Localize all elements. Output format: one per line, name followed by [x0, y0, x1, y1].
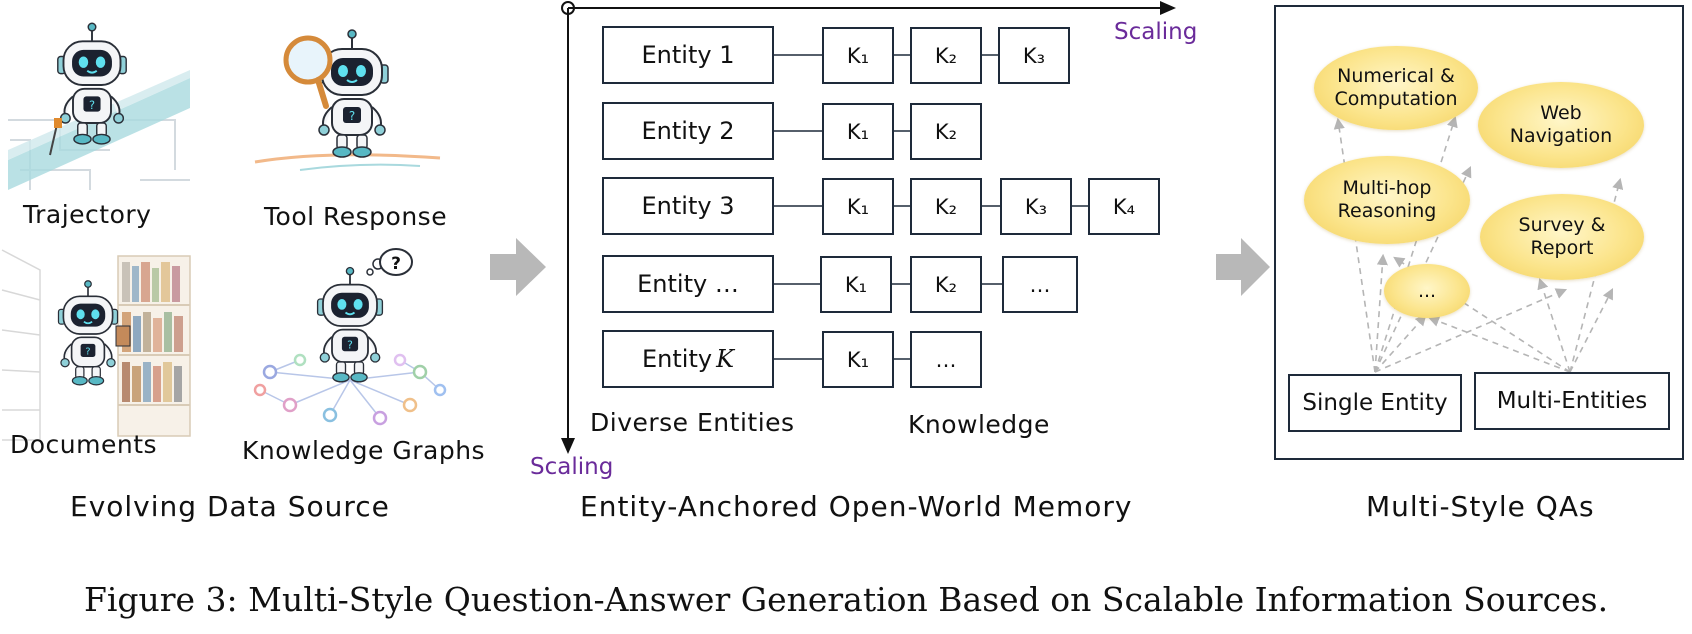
trajectory-label: Trajectory [23, 200, 152, 229]
knowledge-graphs-label: Knowledge Graphs [242, 436, 486, 465]
knowledge-graphs-illustration: ? [253, 248, 447, 426]
knowledge-box: K₁ [822, 178, 894, 235]
knowledge-box: K₂ [910, 178, 982, 235]
entity-box: Entity 1 [602, 26, 774, 84]
entity-box: Entity 3 [602, 177, 774, 235]
memory-section-title: Entity-Anchored Open-World Memory [580, 490, 1133, 523]
knowledge-box: K₃ [1000, 178, 1072, 235]
flow-arrow-1 [490, 238, 546, 296]
knowledge-box: K₁ [822, 331, 894, 388]
x-axis-scaling-label: Scaling [1114, 19, 1198, 45]
entity-box: Entity K [602, 330, 774, 388]
knowledge-box: K₁ [822, 27, 894, 84]
knowledge-box: K₂ [910, 103, 982, 160]
single-entity-box: Single Entity [1288, 374, 1462, 432]
knowledge-box: K₂ [910, 27, 982, 84]
knowledge-connectors [774, 54, 1088, 360]
knowledge-box: K₂ [910, 256, 982, 313]
qa-section-title: Multi-Style QAs [1366, 490, 1595, 523]
figure-caption: Figure 3: Multi-Style Question-Answer Ge… [83, 580, 1609, 619]
knowledge-box: K₄ [1088, 178, 1160, 235]
documents-label: Documents [10, 430, 158, 459]
documents-illustration [1, 249, 191, 441]
knowledge-box: K₁ [822, 103, 894, 160]
knowledge-box: … [1002, 256, 1078, 313]
qa-survey-report: Survey & Report [1480, 194, 1644, 280]
data-source-illustrations: ? [1, 22, 447, 441]
multi-entities-box: Multi-Entities [1474, 372, 1670, 430]
knowledge-box: K₃ [998, 27, 1070, 84]
flow-arrow-2 [1216, 238, 1270, 296]
diverse-entities-label: Diverse Entities [590, 408, 795, 437]
knowledge-label: Knowledge [908, 410, 1050, 439]
entity-box: Entity 2 [602, 102, 774, 160]
svg-text:?: ? [391, 254, 401, 274]
entity-label: Entity 2 [641, 117, 735, 145]
qa-web-navigation: Web Navigation [1478, 82, 1644, 168]
qa-numerical-computation: Numerical & Computation [1314, 46, 1478, 130]
tool-response-illustration [254, 29, 441, 171]
y-axis-scaling-label: Scaling [530, 454, 614, 480]
knowledge-box: … [910, 331, 982, 388]
knowledge-box: K₁ [820, 256, 892, 313]
qa-ellipsis: ... [1384, 264, 1470, 318]
entity-label: Entity [641, 345, 713, 373]
tool-response-label: Tool Response [264, 202, 448, 231]
entity-label: Entity … [637, 270, 739, 298]
evolving-data-source-title: Evolving Data Source [70, 490, 390, 523]
entity-label: Entity 1 [641, 41, 735, 69]
entity-k-variable: K [716, 345, 734, 373]
entity-label: Entity 3 [641, 192, 735, 220]
trajectory-illustration [8, 22, 190, 190]
qa-multihop-reasoning: Multi-hop Reasoning [1304, 156, 1470, 244]
entity-box: Entity … [602, 255, 774, 313]
